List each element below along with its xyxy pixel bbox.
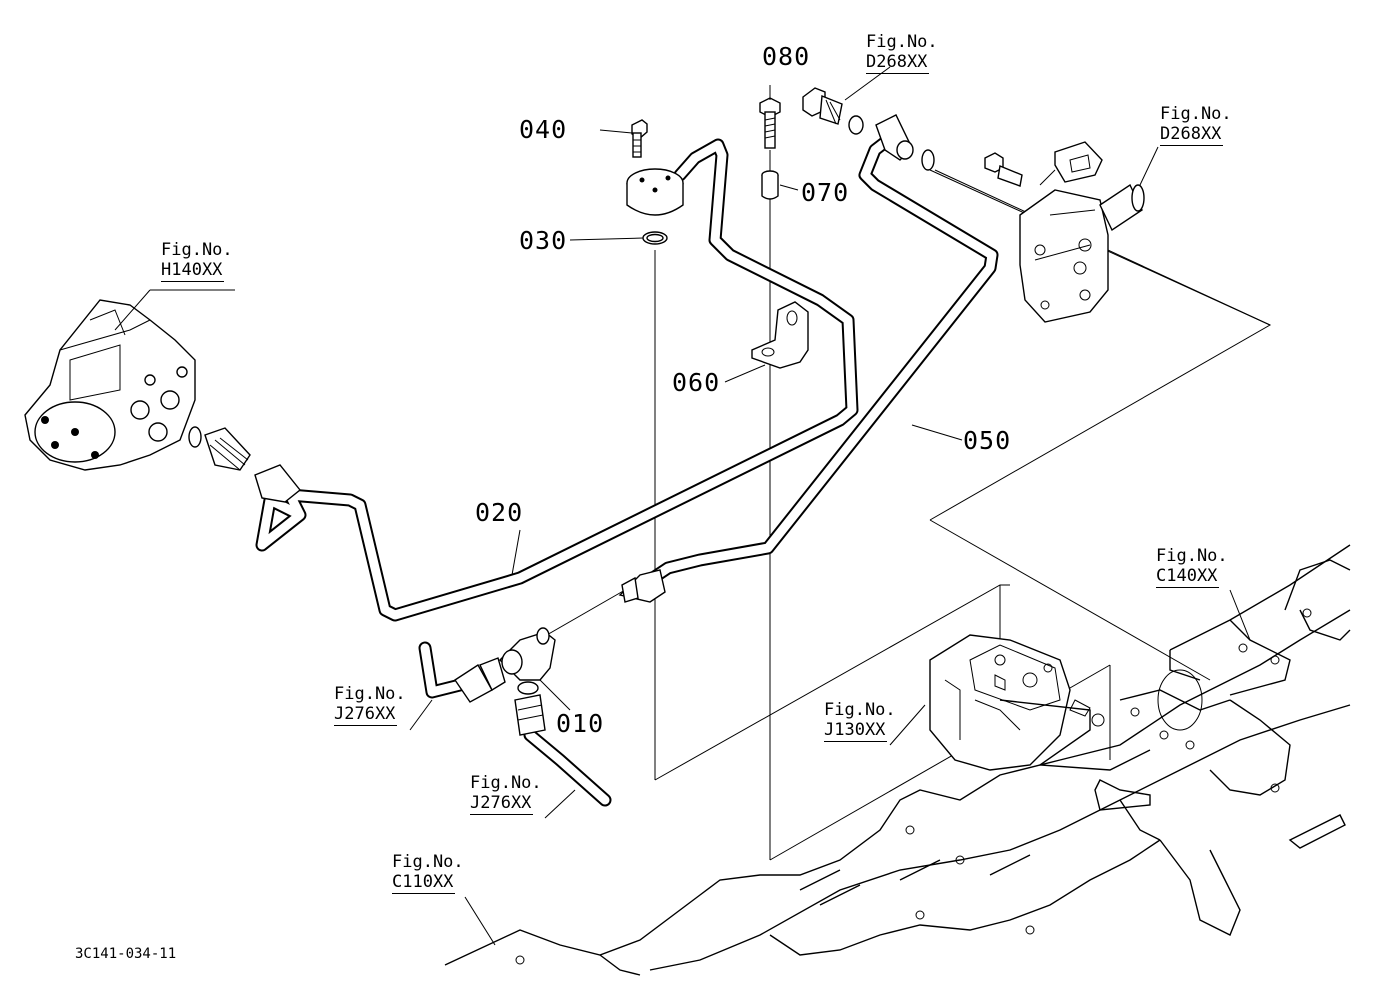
fig-ref-code: H140XX xyxy=(161,260,225,282)
tractor-frame xyxy=(444,544,1351,976)
fig-ref-code: C140XX xyxy=(1156,566,1220,588)
pipe-020 xyxy=(255,138,859,622)
part-label-020[interactable]: 020 xyxy=(475,498,524,527)
pipe-j276-left xyxy=(418,641,467,699)
fig-ref-code: D268XX xyxy=(1160,124,1224,146)
part-label-010[interactable]: 010 xyxy=(556,709,605,738)
part-label-060[interactable]: 060 xyxy=(672,368,721,397)
fig-ref-code: J276XX xyxy=(470,793,534,815)
fig-ref-label: Fig.No. xyxy=(334,684,406,704)
block-assembly xyxy=(626,119,684,245)
fig-ref-label: Fig.No. xyxy=(1160,104,1232,124)
tee-fitting-010 xyxy=(454,627,556,736)
fig-ref-d268-right[interactable]: Fig.No. D268XX xyxy=(1160,104,1232,146)
part-label-030[interactable]: 030 xyxy=(519,226,568,255)
fig-ref-c140[interactable]: Fig.No. C140XX xyxy=(1156,546,1228,588)
leader-lines xyxy=(409,66,1251,946)
fig-ref-code: J130XX xyxy=(824,720,888,742)
drawing-number: 3C141-034-11 xyxy=(75,946,177,962)
pipe-050 xyxy=(643,133,999,587)
steering-unit xyxy=(24,289,301,503)
fig-ref-code: J276XX xyxy=(334,704,398,726)
fig-ref-label: Fig.No. xyxy=(866,32,938,52)
fig-ref-code: C110XX xyxy=(392,872,456,894)
fig-ref-label: Fig.No. xyxy=(161,240,233,260)
fig-ref-code: D268XX xyxy=(866,52,930,74)
fig-ref-j276-bottom[interactable]: Fig.No. J276XX xyxy=(470,773,542,815)
control-valve xyxy=(984,141,1145,323)
part-label-080[interactable]: 080 xyxy=(762,42,811,71)
fig-ref-label: Fig.No. xyxy=(392,852,464,872)
fig-ref-d268-top[interactable]: Fig.No. D268XX xyxy=(866,32,938,74)
pipe-j276-bottom xyxy=(523,728,612,807)
fig-ref-j130[interactable]: Fig.No. J130XX xyxy=(824,700,896,742)
bracket-060 xyxy=(751,301,809,369)
part-label-040[interactable]: 040 xyxy=(519,115,568,144)
fig-ref-h140[interactable]: Fig.No. H140XX xyxy=(161,240,233,282)
fig-ref-c110[interactable]: Fig.No. C110XX xyxy=(392,852,464,894)
bolt-080 xyxy=(759,97,781,200)
fitting-050-end xyxy=(618,569,666,603)
fig-ref-j276-left[interactable]: Fig.No. J276XX xyxy=(334,684,406,726)
part-label-070[interactable]: 070 xyxy=(801,178,850,207)
part-label-050[interactable]: 050 xyxy=(963,426,1012,455)
fig-ref-label: Fig.No. xyxy=(470,773,542,793)
fig-ref-label: Fig.No. xyxy=(1156,546,1228,566)
hydraulic-block xyxy=(929,634,1151,771)
fig-ref-label: Fig.No. xyxy=(824,700,896,720)
